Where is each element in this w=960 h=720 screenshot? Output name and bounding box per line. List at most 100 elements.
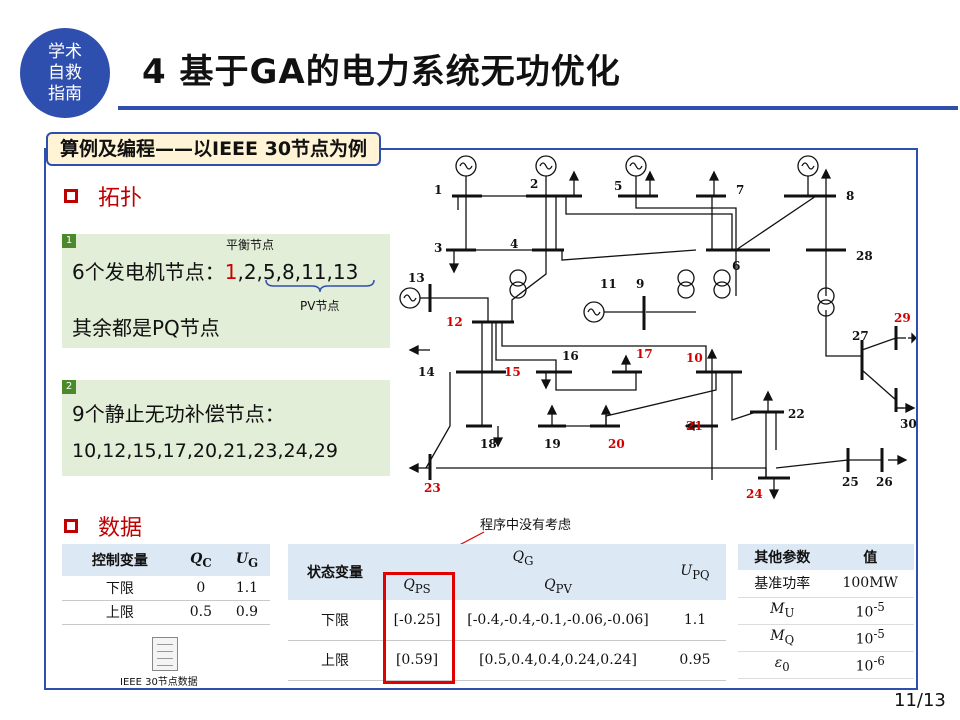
table-header-row: 其他参数 值 xyxy=(738,544,914,570)
table-cell: 0.5 xyxy=(177,600,224,625)
col-header: 状态变量 xyxy=(288,544,382,600)
topology-heading-text: 拓扑 xyxy=(98,186,143,211)
table-cell: 下限 xyxy=(288,600,382,641)
generator-prefix: 6个发电机节点： xyxy=(72,260,225,284)
node-label-1: 1 xyxy=(434,183,442,197)
table-cell: ε0 xyxy=(738,651,827,679)
col-header: QPS xyxy=(382,572,452,600)
table-row: 上限 0.5 0.9 xyxy=(62,600,270,625)
data-heading: 数据 xyxy=(64,510,142,542)
annotation-note: 程序中没有考虑 xyxy=(480,518,572,533)
node-label-8: 8 xyxy=(846,189,854,203)
node-label-24: 24 xyxy=(746,487,763,501)
node-label-2: 2 xyxy=(530,177,538,191)
col-header: UPQ xyxy=(664,544,726,600)
node-label-13: 13 xyxy=(408,271,425,285)
col-header: QG xyxy=(382,544,664,572)
node-label-4: 4 xyxy=(510,237,518,251)
badge-line-1: 学术 xyxy=(48,41,82,62)
node-label-17: 17 xyxy=(636,347,653,361)
topology-heading: 拓扑 xyxy=(64,180,142,212)
compensation-card: 2 xyxy=(62,380,390,476)
node-label-5: 5 xyxy=(614,179,622,193)
logo-badge: 学术 自救 指南 xyxy=(20,28,110,118)
node-label-27: 27 xyxy=(852,329,869,343)
table-cell: [-0.25] xyxy=(382,600,452,641)
content-frame xyxy=(44,148,918,690)
generator-card: 1 xyxy=(62,234,390,348)
node-label-15: 15 xyxy=(504,365,521,379)
state-variable-table: 状态变量 QG UPQ QPS QPV 下限 [-0.25] [-0.4,-0.… xyxy=(288,544,726,681)
node-label-18: 18 xyxy=(480,437,497,451)
table-row: 上限 [0.59] [0.5,0.4,0.4,0.24,0.24] 0.95 xyxy=(288,640,726,681)
node-label-28: 28 xyxy=(856,249,873,263)
col-header: UG xyxy=(223,544,270,576)
section-tag: 算例及编程——以IEEE 30节点为例 xyxy=(46,132,382,166)
generator-line: 6个发电机节点：1,2,5,8,11,13 xyxy=(72,256,358,285)
table-cell: 基准功率 xyxy=(738,570,827,598)
other-parameter-table: 其他参数 值 基准功率 100MW MU 10-5 MQ 10-5 ε0 10-… xyxy=(738,544,914,679)
node-label-26: 26 xyxy=(876,475,893,489)
control-variable-table: 控制变量 QC UG 下限 0 1.1 上限 0.5 0.9 xyxy=(62,544,270,625)
pv-brace-icon xyxy=(265,279,375,293)
highlight-box xyxy=(383,572,455,684)
balance-node-number: 1 xyxy=(224,260,238,284)
badge-line-2: 自救 xyxy=(48,62,82,83)
table-cell: 下限 xyxy=(62,576,178,601)
table-cell: MQ xyxy=(738,624,827,652)
table-row: MU 10-5 xyxy=(738,597,914,625)
pv-node-note: PV节点 xyxy=(300,299,340,313)
node-label-25: 25 xyxy=(842,475,859,489)
table-cell: 1.1 xyxy=(223,576,270,601)
card-number: 2 xyxy=(62,380,76,394)
col-header: 控制变量 xyxy=(62,544,178,576)
badge-line-3: 指南 xyxy=(48,83,82,104)
square-bullet-icon xyxy=(64,519,78,533)
node-label-3: 3 xyxy=(434,241,442,255)
file-icon[interactable] xyxy=(152,637,178,671)
table-cell: 0.9 xyxy=(223,600,270,625)
balance-node-note: 平衡节点 xyxy=(226,238,275,252)
node-label-11: 11 xyxy=(600,277,617,291)
table-cell: 10-6 xyxy=(826,651,914,679)
title-divider xyxy=(118,106,958,110)
node-label-22: 22 xyxy=(788,407,805,421)
col-header: QC xyxy=(177,544,224,576)
col-header: QPV xyxy=(452,572,664,600)
table-row: 下限 0 1.1 xyxy=(62,576,270,601)
table-row: 基准功率 100MW xyxy=(738,570,914,598)
card-number: 1 xyxy=(62,234,76,248)
node-label-10: 10 xyxy=(686,351,703,365)
node-label-23: 23 xyxy=(424,481,441,495)
table-cell: [0.59] xyxy=(382,640,452,681)
node-label-6: 6 xyxy=(732,259,740,273)
node-label-7: 7 xyxy=(736,183,744,197)
table-cell: 0.95 xyxy=(664,640,726,681)
table-cell: 10-5 xyxy=(826,597,914,625)
node-label-14: 14 xyxy=(418,365,435,379)
table-cell: 10-5 xyxy=(826,624,914,652)
table-cell: 上限 xyxy=(288,640,382,681)
node-label-29: 29 xyxy=(894,311,911,325)
node-label-12: 12 xyxy=(446,315,463,329)
compensation-nodes: 10,12,15,17,20,21,23,24,29 xyxy=(72,440,338,462)
data-heading-text: 数据 xyxy=(98,516,143,541)
table-cell: 0 xyxy=(177,576,224,601)
page-title: 4 基于GA的电力系统无功优化 xyxy=(142,52,621,92)
col-header: 值 xyxy=(826,544,914,570)
table-row: ε0 10-6 xyxy=(738,651,914,679)
table-cell: 100MW xyxy=(826,570,914,598)
table-row: 下限 [-0.25] [-0.4,-0.4,-0.1,-0.06,-0.06] … xyxy=(288,600,726,641)
pv-node-numbers: ,2,5,8,11,13 xyxy=(237,260,359,284)
node-label-30: 30 xyxy=(900,417,916,431)
table-cell: MU xyxy=(738,597,827,625)
node-label-16: 16 xyxy=(562,349,579,363)
table-header-row: 控制变量 QC UG xyxy=(62,544,270,576)
pq-node-line: 其余都是PQ节点 xyxy=(72,316,220,340)
table-cell: 1.1 xyxy=(664,600,726,641)
table-cell: [0.5,0.4,0.4,0.24,0.24] xyxy=(452,640,664,681)
compensation-title: 9个静止无功补偿节点： xyxy=(72,402,285,426)
table-cell: 上限 xyxy=(62,600,178,625)
page-number: 11/13 xyxy=(894,690,946,711)
node-label-21: 21 xyxy=(686,419,703,433)
